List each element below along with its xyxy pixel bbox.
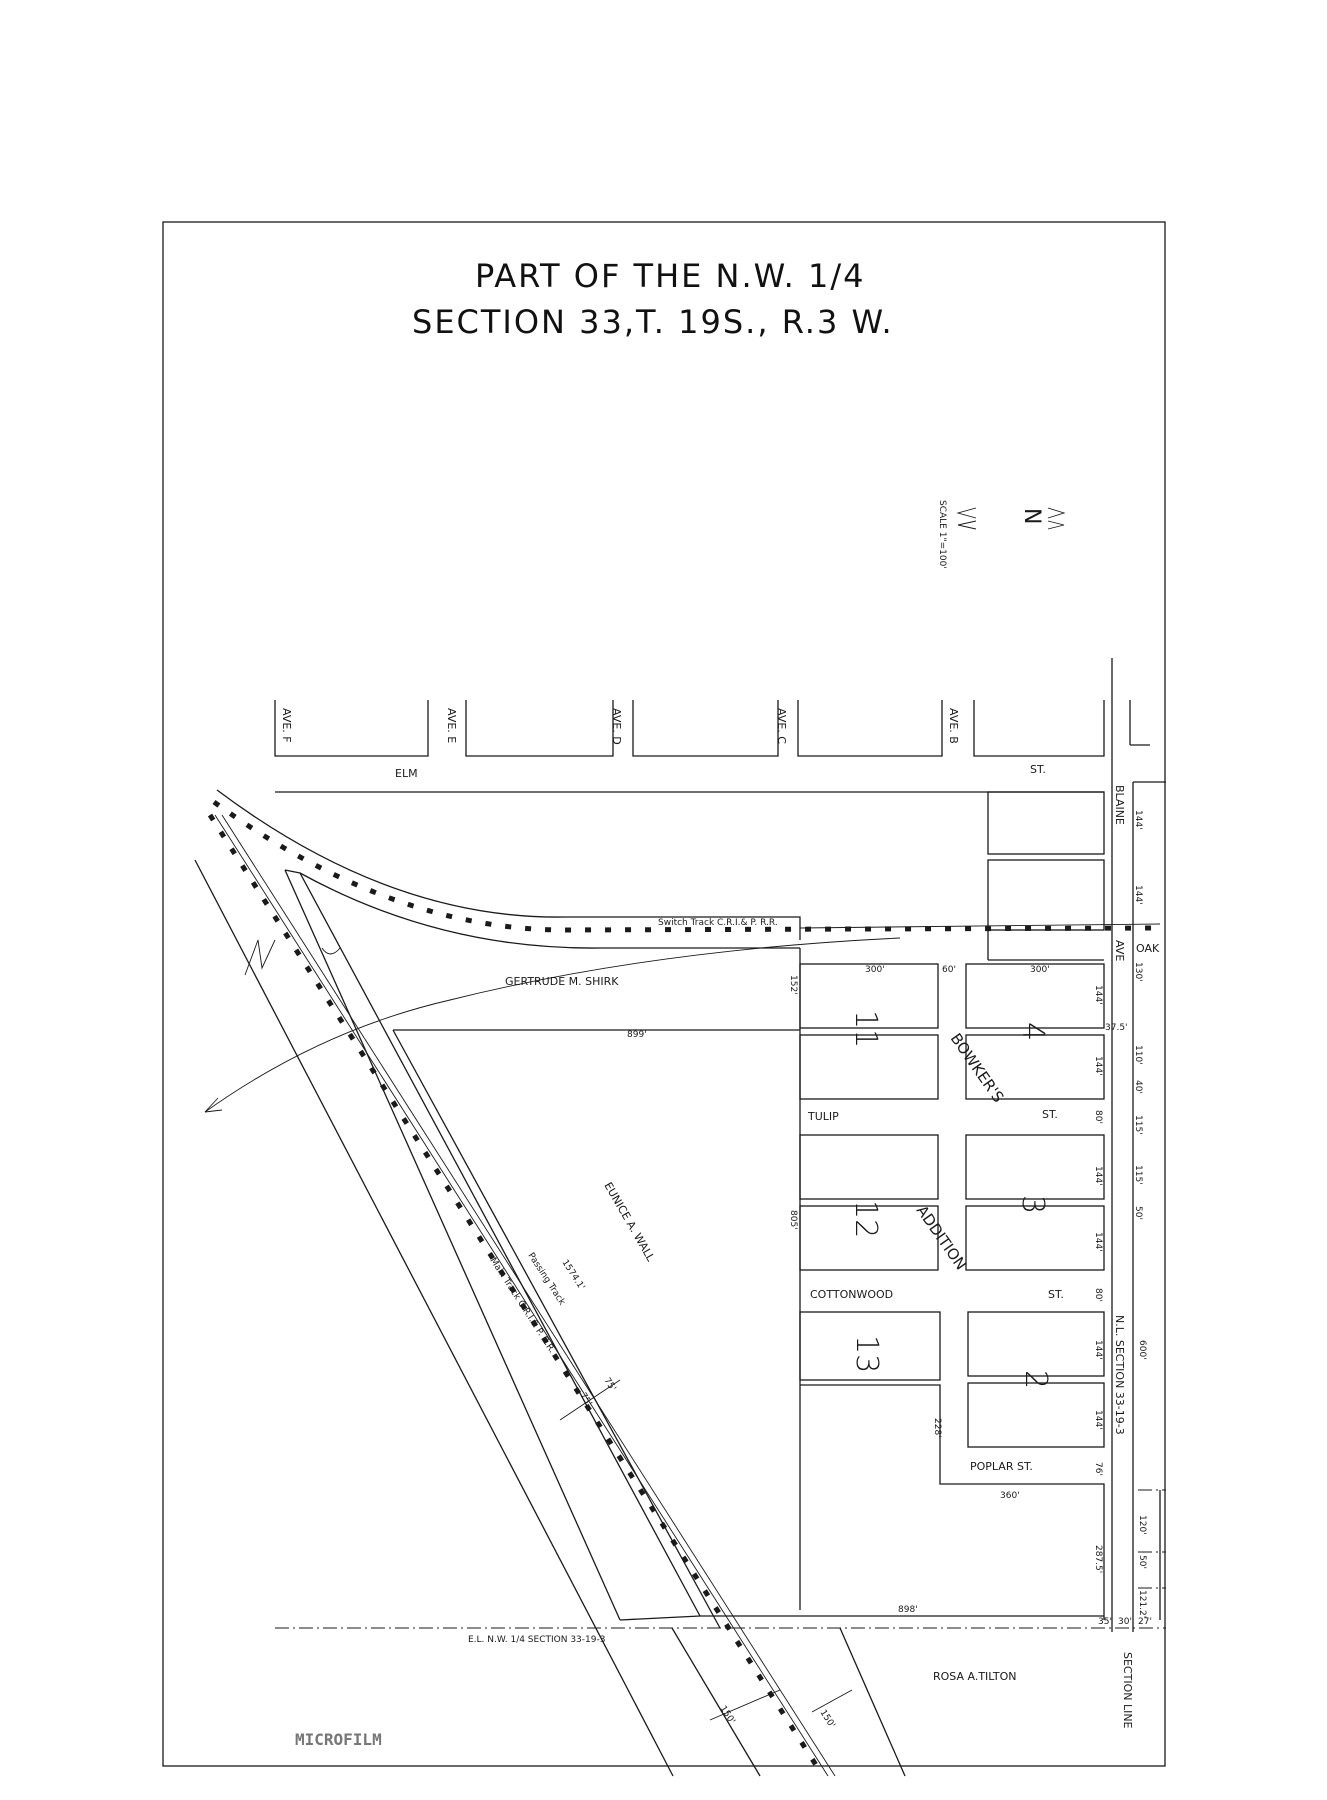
microfilm-stamp: MICROFILM — [295, 1730, 382, 1749]
cottonwood-st-label: ST. — [1048, 1288, 1064, 1301]
svg-text:144': 144' — [1133, 810, 1143, 830]
elm-label: ELM — [395, 767, 418, 780]
svg-text:50': 50' — [1133, 1206, 1143, 1220]
north-label: N — [1019, 508, 1044, 524]
elm-st-label: ST. — [1030, 763, 1046, 776]
cottonwood-label: COTTONWOOD — [810, 1288, 893, 1301]
ave-e-label: AVE. E — [445, 708, 458, 743]
tilton-label: ROSA A.TILTON — [933, 1670, 1017, 1683]
rr-mark-icon — [244, 939, 276, 976]
svg-text:144': 144' — [1093, 1056, 1103, 1076]
svg-text:130': 130' — [1133, 962, 1143, 982]
svg-text:110': 110' — [1133, 1045, 1143, 1065]
switch-track-rail — [212, 799, 1161, 933]
map-border — [162, 221, 1166, 1767]
block-4-south — [965, 1034, 1105, 1100]
svg-text:144': 144' — [1133, 885, 1143, 905]
svg-text:115': 115' — [1133, 1165, 1143, 1185]
svg-text:1574.1': 1574.1' — [559, 1258, 586, 1292]
block-4-label: 4 — [1015, 1022, 1050, 1041]
title-line-2: SECTION 33,T. 19S., R.3 W. — [412, 303, 894, 341]
tulip-st-label: ST. — [1042, 1108, 1058, 1121]
block-11-label: 11 — [848, 1010, 883, 1048]
block-2-south — [967, 1382, 1105, 1448]
block-3-north — [965, 1134, 1105, 1200]
ave-f-label: AVE. F — [280, 708, 293, 743]
svg-text:300': 300' — [1030, 965, 1050, 975]
north-arrow-icon — [956, 507, 1066, 530]
rr-row-west — [194, 859, 674, 1777]
svg-text:805': 805' — [788, 1210, 798, 1230]
svg-text:120': 120' — [1137, 1515, 1147, 1535]
addition-label: ADDITION — [913, 1202, 970, 1273]
svg-text:600': 600' — [1137, 1340, 1147, 1360]
shirk-label: GERTRUDE M. SHIRK — [505, 975, 619, 988]
svg-text:35': 35' — [1098, 1617, 1112, 1627]
nl-section-label: N.L. SECTION 33-19-3 — [1113, 1315, 1126, 1435]
block-4-north — [965, 963, 1105, 1029]
ave-d-label: AVE. D — [610, 708, 623, 745]
svg-text:144': 144' — [1093, 1340, 1103, 1360]
poplar-label: POPLAR ST. — [970, 1460, 1033, 1473]
svg-text:27': 27' — [1138, 1617, 1152, 1627]
rr-parcel-corner — [284, 869, 621, 1621]
block-12-label: 12 — [848, 1200, 883, 1238]
oak-label: OAK — [1136, 942, 1160, 955]
block-12-north — [799, 1134, 939, 1200]
svg-text:60': 60' — [942, 965, 956, 975]
svg-text:76': 76' — [1093, 1462, 1103, 1476]
lot-outline — [987, 791, 1105, 855]
block-3-label: 3 — [1015, 1195, 1050, 1214]
block-13 — [799, 1311, 941, 1381]
switch-track-label: Switch Track C.R.I.& P. R.R. — [658, 918, 778, 928]
block-3-south — [965, 1205, 1105, 1271]
svg-text:50': 50' — [1137, 1555, 1147, 1569]
rr-row-east — [299, 872, 701, 1617]
block-11-south — [799, 1034, 939, 1100]
svg-text:287.5': 287.5' — [1093, 1545, 1103, 1573]
block-13-label: 13 — [849, 1335, 884, 1373]
passing-track-label: Passing Track — [525, 1251, 567, 1308]
svg-text:300': 300' — [865, 965, 885, 975]
bowkers-label: BOWKER'S — [947, 1030, 1008, 1106]
svg-text:144': 144' — [1093, 1232, 1103, 1252]
ave-c-label: AVE. C — [775, 708, 788, 744]
svg-text:121.2': 121.2' — [1137, 1590, 1147, 1618]
svg-text:899': 899' — [627, 1030, 647, 1040]
tulip-label: TULIP — [807, 1110, 839, 1123]
switch-track-curve-inner — [284, 869, 800, 949]
block-2-label: 2 — [1018, 1370, 1053, 1389]
svg-text:144': 144' — [1093, 985, 1103, 1005]
title-line-1: PART OF THE N.W. 1/4 — [475, 257, 865, 295]
svg-text:115': 115' — [1133, 1115, 1143, 1135]
svg-text:144': 144' — [1093, 1410, 1103, 1430]
svg-text:80': 80' — [1093, 1288, 1103, 1302]
switch-track-curve-outer — [216, 789, 801, 940]
wall-label: EUNICE A. WALL — [601, 1180, 657, 1264]
boundary-arrow-curve — [204, 937, 901, 1113]
svg-text:150': 150' — [817, 1708, 836, 1730]
svg-text:152': 152' — [788, 975, 798, 995]
svg-text:80': 80' — [1093, 1110, 1103, 1124]
ave-label: AVE — [1113, 940, 1126, 961]
block-11-north — [799, 963, 939, 1029]
svg-text:898': 898' — [898, 1605, 918, 1615]
svg-text:37.5': 37.5' — [1105, 1023, 1128, 1033]
svg-text:360': 360' — [1000, 1491, 1020, 1501]
blaine-label: BLAINE — [1113, 785, 1126, 825]
section-line-label: SECTION LINE — [1121, 1652, 1134, 1729]
el-nw-label: E.L. N.W. 1/4 SECTION 33-19-3 — [468, 1635, 605, 1645]
svg-text:40': 40' — [1133, 1080, 1143, 1094]
svg-text:30': 30' — [1118, 1617, 1132, 1627]
svg-text:144': 144' — [1093, 1166, 1103, 1186]
block-12-south — [799, 1205, 939, 1271]
scale-label: SCALE 1"=100' — [937, 500, 947, 569]
ave-b-label: AVE. B — [947, 708, 960, 744]
arrow-icon — [204, 1097, 223, 1113]
svg-text:228': 228' — [932, 1418, 942, 1438]
rr-row-far-east — [392, 1029, 721, 1629]
block-outline-north — [274, 700, 429, 757]
block-2-north — [967, 1311, 1105, 1377]
